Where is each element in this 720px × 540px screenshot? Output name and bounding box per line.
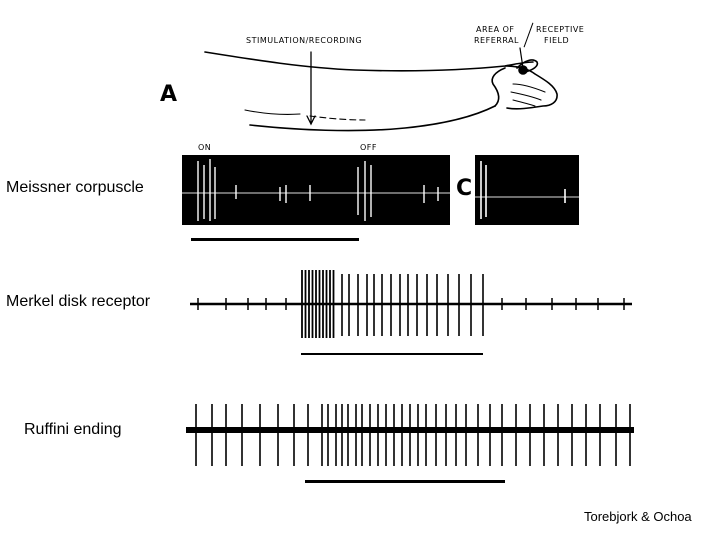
stimulation-recording-label: STIMULATION/RECORDING xyxy=(246,36,363,45)
panel-c-letter: C xyxy=(456,176,473,201)
receptive-label-line2: FIELD xyxy=(544,36,570,45)
panel-a-letter: A xyxy=(160,82,178,107)
meissner-stimulus-bar xyxy=(191,238,359,241)
panel-c-trace xyxy=(475,155,579,225)
referral-label-line1: AREA OF xyxy=(476,25,515,34)
arm-illustration xyxy=(195,40,575,150)
ruffini-trace xyxy=(186,400,636,470)
merkel-stimulus-bar xyxy=(301,353,483,355)
ruffini-stimulus-bar xyxy=(305,480,505,483)
meissner-trace xyxy=(182,155,450,225)
meissner-label: Meissner corpuscle xyxy=(6,179,144,196)
ruffini-label: Ruffini ending xyxy=(24,421,122,438)
receptive-label-line1: RECEPTIVE xyxy=(536,25,585,34)
credit-text: Torebjork & Ochoa xyxy=(584,509,692,524)
on-label: ON xyxy=(198,143,212,152)
referral-label-line2: REFERRAL xyxy=(474,36,519,45)
merkel-label: Merkel disk receptor xyxy=(6,293,151,310)
merkel-trace xyxy=(186,268,636,344)
off-label: OFF xyxy=(360,143,377,152)
